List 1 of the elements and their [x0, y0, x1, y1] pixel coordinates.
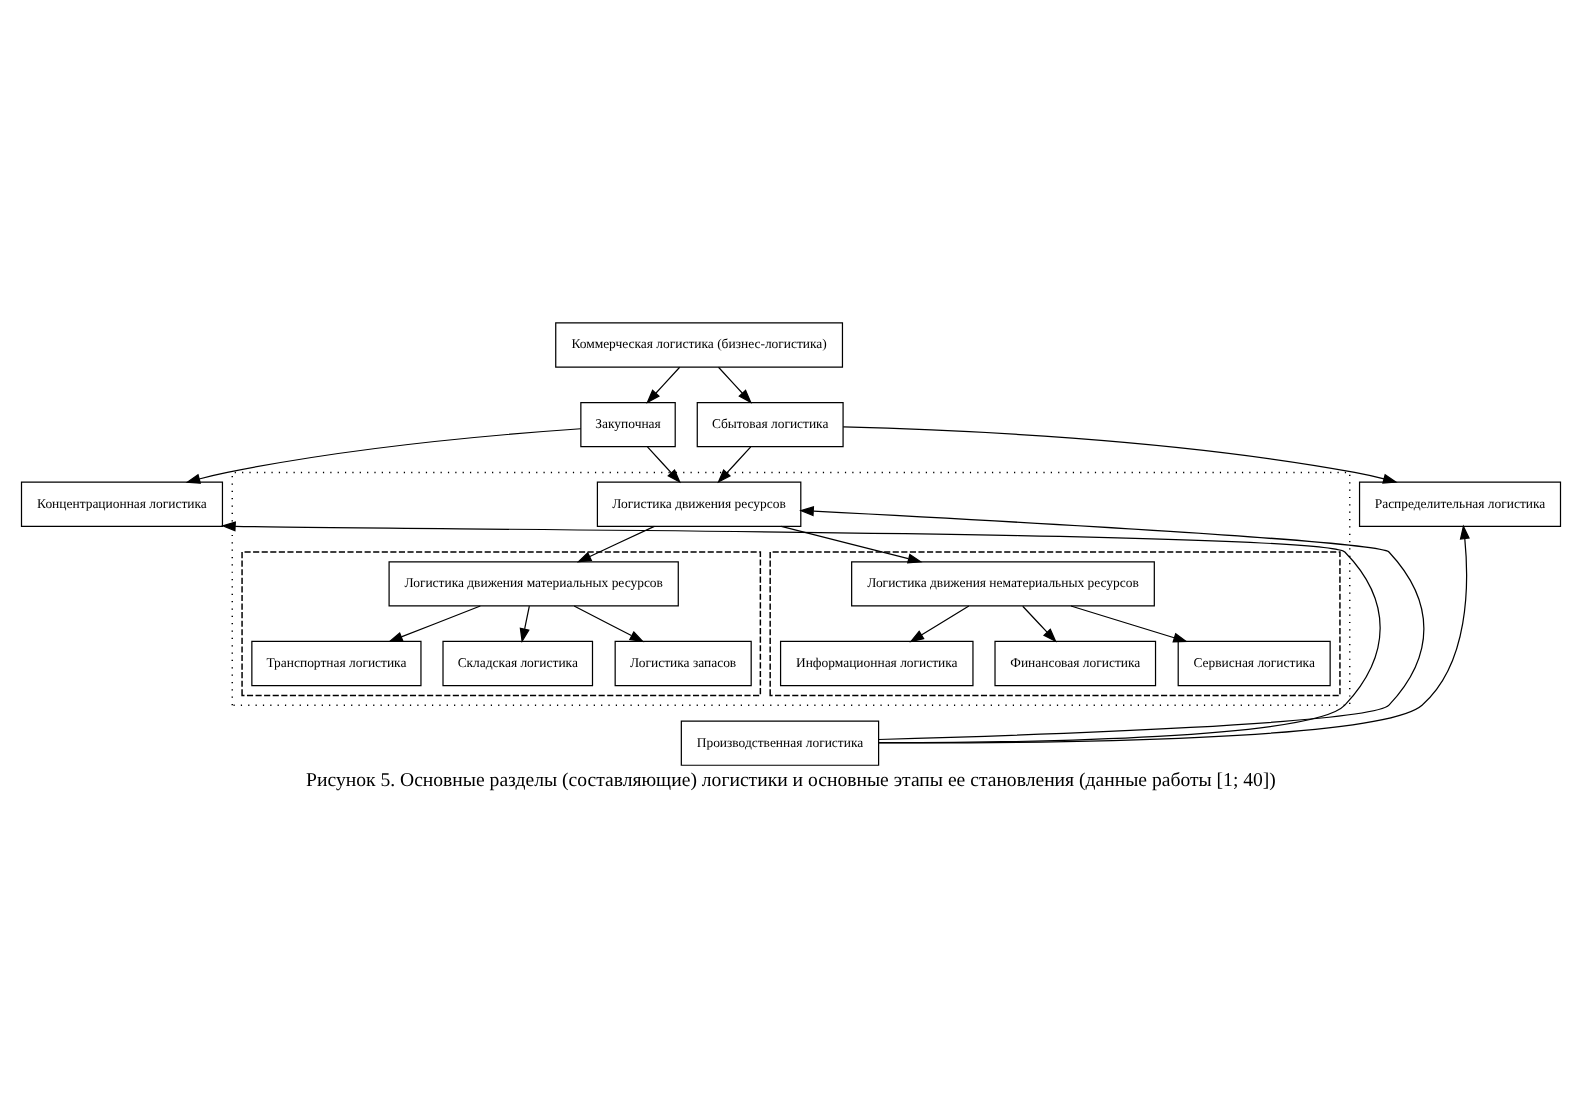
caption: Рисунок 5. Основные разделы (составляющие) логистики и основные этапы ее становления (данные работы [1; 40])	[306, 768, 1276, 791]
